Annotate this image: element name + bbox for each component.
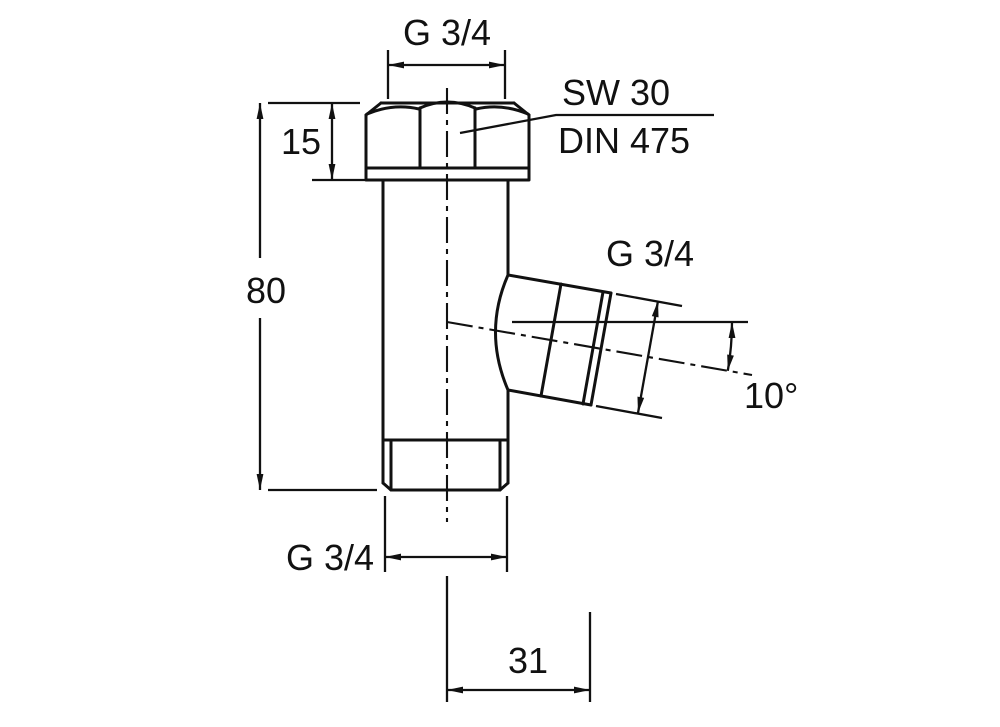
dim-bottom-thread: G 3/4 bbox=[286, 496, 509, 578]
wrench-size-label: SW 30 bbox=[562, 72, 670, 113]
bottom-thread-label: G 3/4 bbox=[286, 537, 374, 578]
note-wrench-size: SW 30 DIN 475 bbox=[459, 72, 714, 161]
outlet-offset-label: 31 bbox=[508, 640, 548, 681]
dim-overall-height: 80 bbox=[246, 101, 377, 492]
dim-outlet-offset: 31 bbox=[445, 576, 592, 702]
outlet-intersection-arc bbox=[494, 273, 510, 392]
bottom-thread bbox=[381, 438, 510, 492]
dim-nut-height: 15 bbox=[281, 103, 377, 182]
angle-arc bbox=[726, 321, 736, 371]
dim-outlet-angle: 10° bbox=[512, 320, 798, 416]
leader-line bbox=[459, 113, 714, 135]
nut-height-label: 15 bbox=[281, 121, 321, 162]
centerlines bbox=[445, 88, 753, 522]
dim-top-thread: G 3/4 bbox=[386, 12, 507, 99]
top-thread-label: G 3/4 bbox=[403, 12, 491, 53]
din-standard-label: DIN 475 bbox=[558, 120, 690, 161]
outlet-axis-centerline bbox=[446, 320, 753, 377]
dim-outlet-thread: G 3/4 bbox=[595, 233, 694, 420]
valve-body bbox=[381, 178, 510, 485]
outlet-thread-label: G 3/4 bbox=[606, 233, 694, 274]
overall-height-label: 80 bbox=[246, 270, 286, 311]
outlet-angle-label: 10° bbox=[744, 375, 798, 416]
side-outlet bbox=[506, 273, 613, 407]
